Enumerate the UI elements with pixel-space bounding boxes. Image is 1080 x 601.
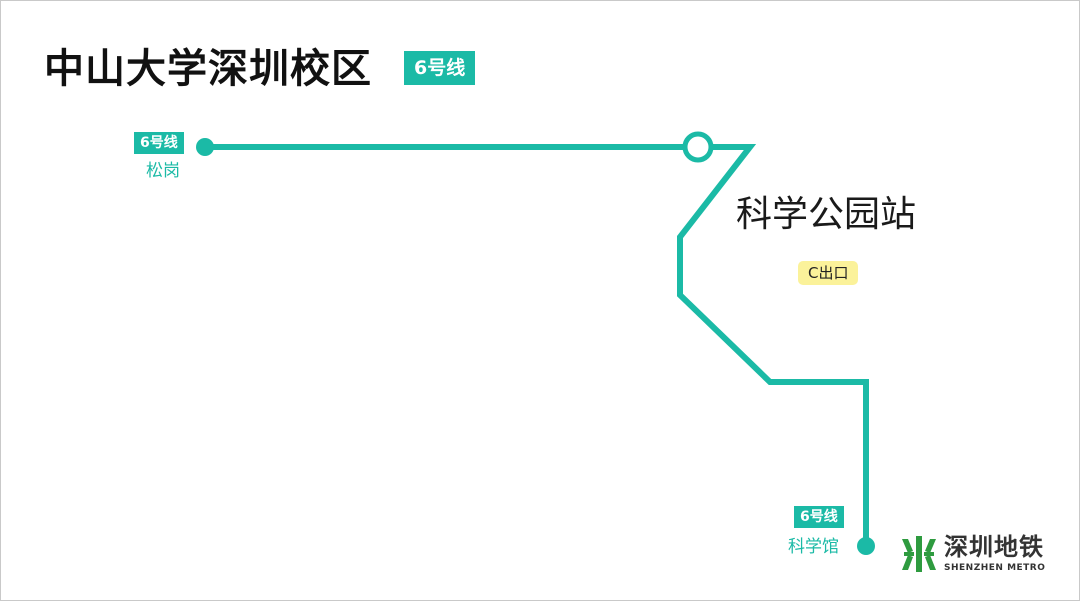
- end-terminal-dot: [857, 537, 875, 555]
- title-line-badge: 6号线: [404, 51, 476, 85]
- start-station-label: 松岗: [146, 161, 180, 181]
- start-line-badge: 6号线: [134, 132, 184, 154]
- start-terminal-dot: [196, 138, 214, 156]
- logo-name-cn: 深圳地铁: [944, 533, 1044, 561]
- end-station-label: 科学馆: [788, 537, 839, 557]
- logo-name-en: SHENZHEN METRO: [944, 563, 1046, 573]
- end-line-badge: 6号线: [794, 506, 844, 528]
- shenzhen-metro-logo: 深圳地铁 SHENZHEN METRO: [898, 530, 1058, 578]
- station-exit-badge: C出口: [798, 261, 859, 285]
- page-title: 中山大学深圳校区: [44, 46, 372, 92]
- highlight-station-name: 科学公园站: [736, 194, 917, 235]
- line-6-route: [205, 144, 869, 546]
- science-park-station-marker[interactable]: [682, 131, 714, 163]
- shenzhen-metro-logo-icon: [902, 536, 936, 572]
